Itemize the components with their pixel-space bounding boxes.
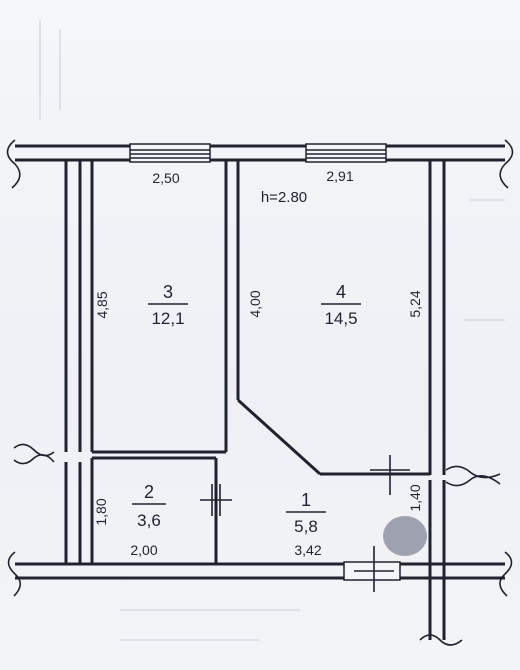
- window-room-3: [129, 143, 211, 163]
- room-3-number: 3: [163, 282, 173, 302]
- dim-room2-height: 1,80: [93, 498, 109, 525]
- dim-room3-height: 4,85: [94, 291, 110, 318]
- door-room-2: [200, 484, 232, 516]
- room-4-area: 14,5: [324, 309, 357, 328]
- room-4-number: 4: [336, 282, 346, 302]
- dim-room2-width: 2,00: [130, 542, 157, 558]
- dim-room4-right: 5,24: [407, 290, 423, 317]
- top-outer-wall: [6, 139, 514, 189]
- room-2-area: 3,6: [137, 511, 161, 530]
- dim-room1-right: 1,40: [407, 484, 423, 511]
- dim-room4-left: 4,00: [247, 290, 263, 317]
- room-4-walls: [236, 160, 430, 476]
- left-outer-wall: [13, 160, 82, 564]
- room-3-walls: [90, 160, 228, 454]
- door-room-4: [370, 455, 410, 495]
- room-3-area: 12,1: [151, 309, 184, 328]
- room-2-walls: [90, 456, 218, 564]
- redaction-mark: [383, 516, 427, 556]
- ceiling-height: h=2.80: [261, 189, 307, 206]
- room-1-number: 1: [301, 490, 311, 510]
- window-room-4: [305, 143, 387, 163]
- bottom-outer-wall: [7, 551, 513, 597]
- room-2-number: 2: [144, 482, 154, 502]
- dim-room4-width: 2,91: [326, 168, 353, 184]
- background-markings: [39, 20, 505, 641]
- entrance-door: [343, 546, 401, 592]
- room-1-area: 5,8: [294, 517, 318, 536]
- dim-room1-width: 3,42: [294, 542, 321, 558]
- right-outer-wall: [419, 160, 501, 646]
- dim-room3-width: 2,50: [152, 170, 179, 186]
